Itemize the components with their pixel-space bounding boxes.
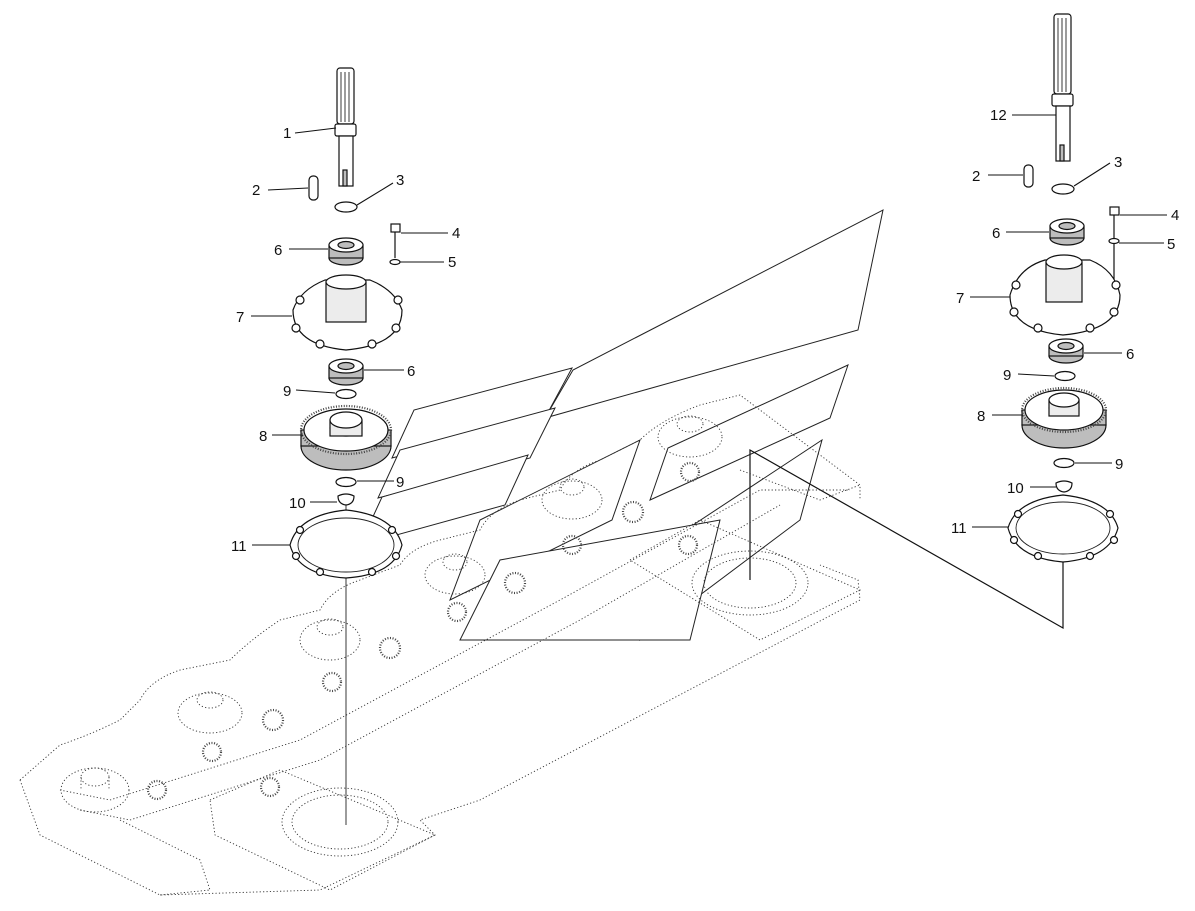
split-ring [1055, 480, 1073, 493]
bearing-lower [1048, 338, 1084, 364]
bearing-lower [328, 358, 364, 386]
key [1023, 164, 1034, 188]
callout-label: 11 [951, 520, 967, 537]
callout-label: 9 [396, 474, 404, 491]
drive-shaft-long [1051, 13, 1074, 162]
callout-label: 7 [956, 290, 964, 307]
washer [1108, 237, 1120, 245]
circlip-upper [1054, 370, 1076, 382]
right-callouts: 12 2 3 4 6 5 7 6 9 8 9 10 11 [951, 107, 1179, 537]
circlip-lower [1053, 457, 1075, 469]
spur-gear [299, 404, 393, 471]
retaining-ring [1051, 183, 1075, 195]
disc-hub [60, 767, 130, 813]
position-leader [749, 448, 1064, 630]
drive-shaft [334, 67, 357, 187]
callout-label: 5 [1167, 236, 1175, 253]
left-assembly [289, 67, 403, 825]
circlip-lower [335, 476, 357, 488]
callout-label: 2 [252, 182, 260, 199]
callout-label: 6 [407, 363, 415, 380]
callout-label: 2 [972, 168, 980, 185]
disc-hub [424, 553, 486, 595]
left-end-opening [281, 787, 399, 857]
callout-label: 10 [1007, 480, 1024, 497]
watermark-logo [359, 209, 884, 641]
callout-label: 8 [259, 428, 267, 445]
callout-label: 10 [289, 495, 306, 512]
split-ring [337, 493, 355, 506]
bearing-upper [1049, 218, 1085, 246]
gasket [1007, 494, 1119, 563]
callout-label: 8 [977, 408, 985, 425]
spur-gear [1020, 386, 1108, 449]
callout-label: 5 [448, 254, 456, 271]
right-assembly [749, 13, 1121, 630]
callout-label: 11 [231, 538, 247, 555]
left-callouts: 1 2 3 4 5 6 7 6 9 8 9 10 11 [231, 125, 460, 555]
disc-hub [177, 691, 243, 734]
gasket [289, 509, 403, 579]
callout-label: 4 [1171, 207, 1179, 224]
cutter-bar-frame [19, 394, 862, 896]
callout-label: 4 [452, 225, 460, 242]
bearing-housing [291, 274, 403, 351]
disc-hub [299, 618, 361, 661]
callout-label: 6 [1126, 346, 1134, 363]
disc-hub [657, 415, 723, 458]
key [308, 175, 319, 201]
callout-label: 9 [1003, 367, 1011, 384]
bearing-upper [328, 237, 364, 266]
circlip-upper [335, 388, 357, 400]
bearing-housing [1009, 254, 1121, 336]
callout-label: 3 [1114, 154, 1122, 171]
washer [389, 258, 401, 266]
callout-label: 6 [992, 225, 1000, 242]
callout-label: 6 [274, 242, 282, 259]
bolt [1109, 206, 1120, 288]
bolt [390, 223, 401, 258]
callout-label: 1 [283, 125, 291, 142]
cutter-discs [60, 415, 723, 813]
callout-label: 12 [990, 107, 1007, 124]
disc-hub [541, 478, 603, 520]
callout-label: 9 [283, 383, 291, 400]
callout-label: 7 [236, 309, 244, 326]
callout-label: 9 [1115, 456, 1123, 473]
callout-label: 3 [396, 172, 404, 189]
retaining-ring [334, 201, 358, 213]
